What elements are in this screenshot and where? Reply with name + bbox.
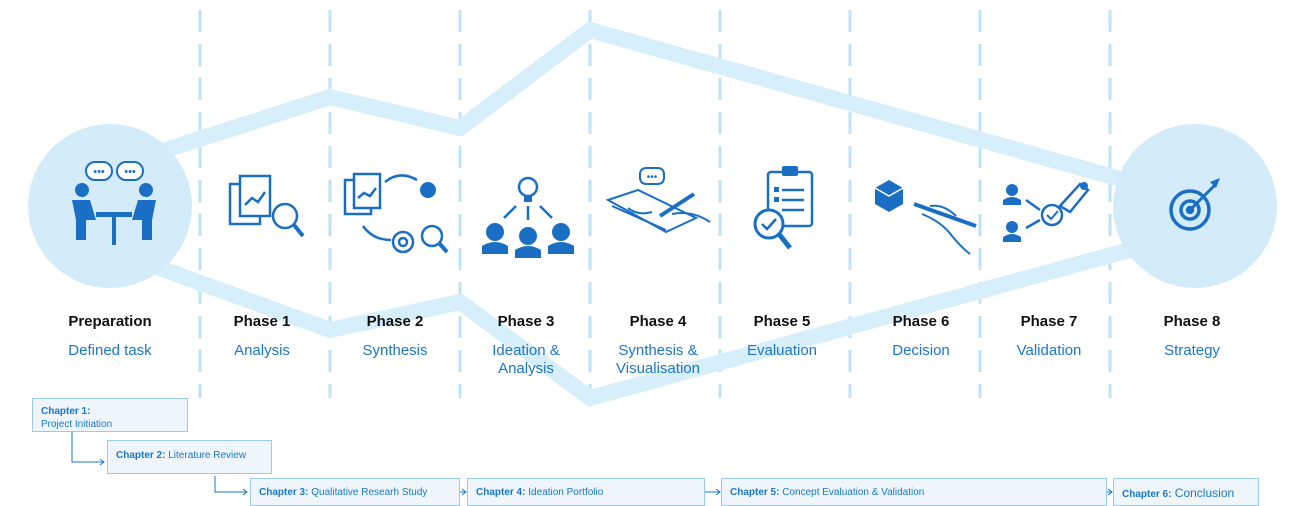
chapter-4-box: Chapter 4: Ideation Portfolio xyxy=(467,478,705,506)
idea-team-icon xyxy=(482,176,574,258)
chapter-1-box: Chapter 1: Project Initiation xyxy=(32,398,188,432)
phase-4: Phase 4 Synthesis & Visualisation xyxy=(593,312,723,378)
phase-description: Synthesis & Visualisation xyxy=(616,342,700,377)
phase-7: Phase 7 Validation xyxy=(984,312,1114,360)
process-flow-bands xyxy=(107,21,1198,407)
phase-description: Defined task xyxy=(68,342,152,359)
validation-network-icon xyxy=(1003,182,1090,242)
synthesis-cycle-icon xyxy=(343,172,449,254)
phase-name: Phase 7 xyxy=(1020,313,1078,330)
phase-6: Phase 6 Decision xyxy=(856,312,986,360)
svg-text:•••: ••• xyxy=(124,166,136,178)
phase-name: Phase 1 xyxy=(233,313,291,330)
phase-description: Decision xyxy=(892,342,950,359)
target-icon xyxy=(1169,178,1220,231)
chapter-3-box: Chapter 3: Qualitative Researh Study xyxy=(250,478,460,506)
chapter-title: Ideation Portfolio xyxy=(528,487,604,498)
phase-name: Phase 2 xyxy=(366,313,424,330)
phase-5: Phase 5 Evaluation xyxy=(717,312,847,360)
sketching-icon: ••• xyxy=(605,167,711,234)
phase-description: Synthesis xyxy=(362,342,428,359)
svg-text:•••: ••• xyxy=(93,166,105,178)
chapter-title: Literature Review xyxy=(168,450,247,461)
phase-name: Phase 8 xyxy=(1163,313,1221,330)
phase-description: Analysis xyxy=(234,342,290,359)
phase-name: Phase 5 xyxy=(753,313,811,330)
phase-name: Phase 6 xyxy=(892,313,950,330)
chapter-label: Chapter 1: xyxy=(41,406,91,417)
phase-description: Strategy xyxy=(1164,342,1220,359)
phase-1: Phase 1 Analysis xyxy=(197,312,327,360)
chapter-connectors xyxy=(71,432,1113,496)
hand-pen-cube-icon xyxy=(874,180,977,255)
phase-description: Ideation & Analysis xyxy=(492,342,560,377)
chapter-label: Chapter 2: xyxy=(116,450,166,461)
chapter-label: Chapter 3: xyxy=(259,487,309,498)
checklist-search-icon xyxy=(753,166,814,250)
chapter-title: Qualitative Researh Study xyxy=(311,487,428,498)
chapter-title: Concept Evaluation & Validation xyxy=(782,487,925,498)
chapter-5-box: Chapter 5: Concept Evaluation & Validati… xyxy=(721,478,1107,506)
preparation-circle xyxy=(28,124,192,288)
phase-3: Phase 3 Ideation & Analysis xyxy=(461,312,591,378)
chapter-2-box: Chapter 2: Literature Review xyxy=(107,440,272,474)
chapter-label: Chapter 6: xyxy=(1122,489,1172,500)
svg-text:•••: ••• xyxy=(647,172,658,183)
phase-8: Phase 8 Strategy xyxy=(1127,312,1257,360)
phase-name: Preparation xyxy=(68,313,152,330)
chapter-label: Chapter 5: xyxy=(730,487,780,498)
phase-description: Validation xyxy=(1016,342,1082,359)
chapter-6-box: Chapter 6: Conclusion xyxy=(1113,478,1259,506)
phase-name: Phase 3 xyxy=(497,313,555,330)
phase-2: Phase 2 Synthesis xyxy=(330,312,460,360)
phase-name: Phase 4 xyxy=(629,313,687,330)
phase-preparation: Preparation Defined task xyxy=(45,312,175,360)
chapter-title: Conclusion xyxy=(1174,486,1235,500)
chapter-title: Project Initiation xyxy=(41,419,113,430)
document-analysis-icon xyxy=(228,174,305,238)
meeting-icon: ••• ••• xyxy=(72,161,156,245)
phase-description: Evaluation xyxy=(746,342,818,359)
chapter-label: Chapter 4: xyxy=(476,487,526,498)
